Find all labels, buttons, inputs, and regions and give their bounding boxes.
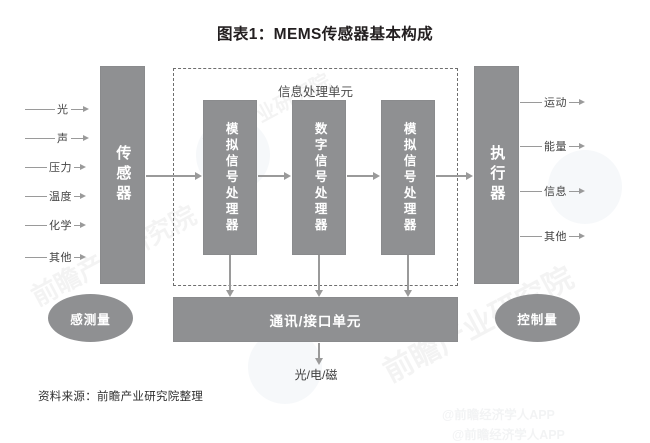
output-arrow-information: [579, 188, 585, 194]
information-processing-unit-container: 信息处理单元: [173, 68, 458, 286]
output-label-information: 信息: [544, 186, 567, 198]
communication-interface-unit-label: 通讯/接口单元: [269, 313, 362, 329]
input-row-chemical: 化学: [25, 218, 86, 232]
output-label-energy: 能量: [544, 141, 567, 153]
input-row-pressure: 压力: [25, 160, 86, 174]
input-label-sound: 声: [57, 133, 69, 145]
output-row-other: 其他: [520, 229, 585, 243]
input-row-other: 其他: [25, 250, 86, 264]
sensed-quantity-label: 感测量: [70, 312, 111, 327]
processor-block-3: 模拟信号处理器: [381, 100, 435, 255]
page-title: 图表1：MEMS传感器基本构成: [216, 26, 434, 43]
actuator-block-label: 执行器: [488, 145, 506, 205]
input-arrow-chemical: [80, 222, 86, 228]
input-arrow-sound: [82, 135, 89, 141]
input-arrow-other: [80, 254, 86, 260]
output-row-information: 信息: [520, 184, 585, 198]
connector-processor-2-to-comm: [315, 255, 323, 297]
source-note: 资料来源：前瞻产业研究院整理: [38, 391, 204, 403]
output-medium-label: 光/电/磁: [294, 368, 338, 382]
sensor-block: 传感器: [100, 66, 145, 284]
connector-processor-3-to-actuator: [436, 172, 473, 180]
communication-interface-unit: 通讯/接口单元: [173, 297, 458, 342]
output-row-energy: 能量: [520, 139, 585, 153]
connector-processor-1-to-comm: [226, 255, 234, 297]
input-label-temperature: 温度: [49, 191, 72, 203]
processor-block-2: 数字信号处理器: [292, 100, 346, 255]
input-row-light: 光: [25, 102, 89, 116]
input-arrow-temperature: [80, 193, 86, 199]
controlled-quantity-ellipse: 控制量: [495, 294, 580, 342]
connector-sensor-to-processor-1: [146, 172, 202, 180]
footer-watermark-1: @前瞻经济学人APP: [442, 408, 555, 422]
output-arrow-motion: [579, 99, 585, 105]
connector-processor-2-to-3: [347, 172, 380, 180]
input-row-temperature: 温度: [25, 189, 86, 203]
connector-processor-3-to-comm: [404, 255, 412, 297]
processor-block-1: 模拟信号处理器: [203, 100, 257, 255]
connector-comm-to-medium: [315, 343, 323, 365]
processor-block-2-label: 数字信号处理器: [312, 121, 327, 234]
output-arrow-other: [579, 233, 585, 239]
input-row-sound: 声: [25, 131, 89, 145]
input-label-other: 其他: [49, 252, 72, 264]
information-processing-unit-label: 信息处理单元: [277, 85, 353, 99]
output-row-motion: 运动: [520, 95, 585, 109]
input-label-pressure: 压力: [49, 162, 72, 174]
output-label-other: 其他: [544, 231, 567, 243]
actuator-block: 执行器: [474, 66, 519, 284]
processor-block-3-label: 模拟信号处理器: [401, 121, 416, 234]
sensed-quantity-ellipse: 感测量: [48, 294, 133, 342]
output-label-motion: 运动: [544, 97, 567, 109]
processor-block-1-label: 模拟信号处理器: [223, 121, 238, 234]
input-arrow-pressure: [80, 164, 86, 170]
output-arrow-energy: [579, 143, 585, 149]
sensor-block-label: 传感器: [114, 145, 132, 205]
input-label-chemical: 化学: [49, 220, 72, 232]
input-arrow-light: [82, 106, 89, 112]
connector-processor-1-to-2: [258, 172, 291, 180]
controlled-quantity-label: 控制量: [517, 312, 558, 327]
footer-watermark-2: @前瞻经济学人APP: [452, 428, 565, 442]
input-label-light: 光: [57, 104, 69, 116]
